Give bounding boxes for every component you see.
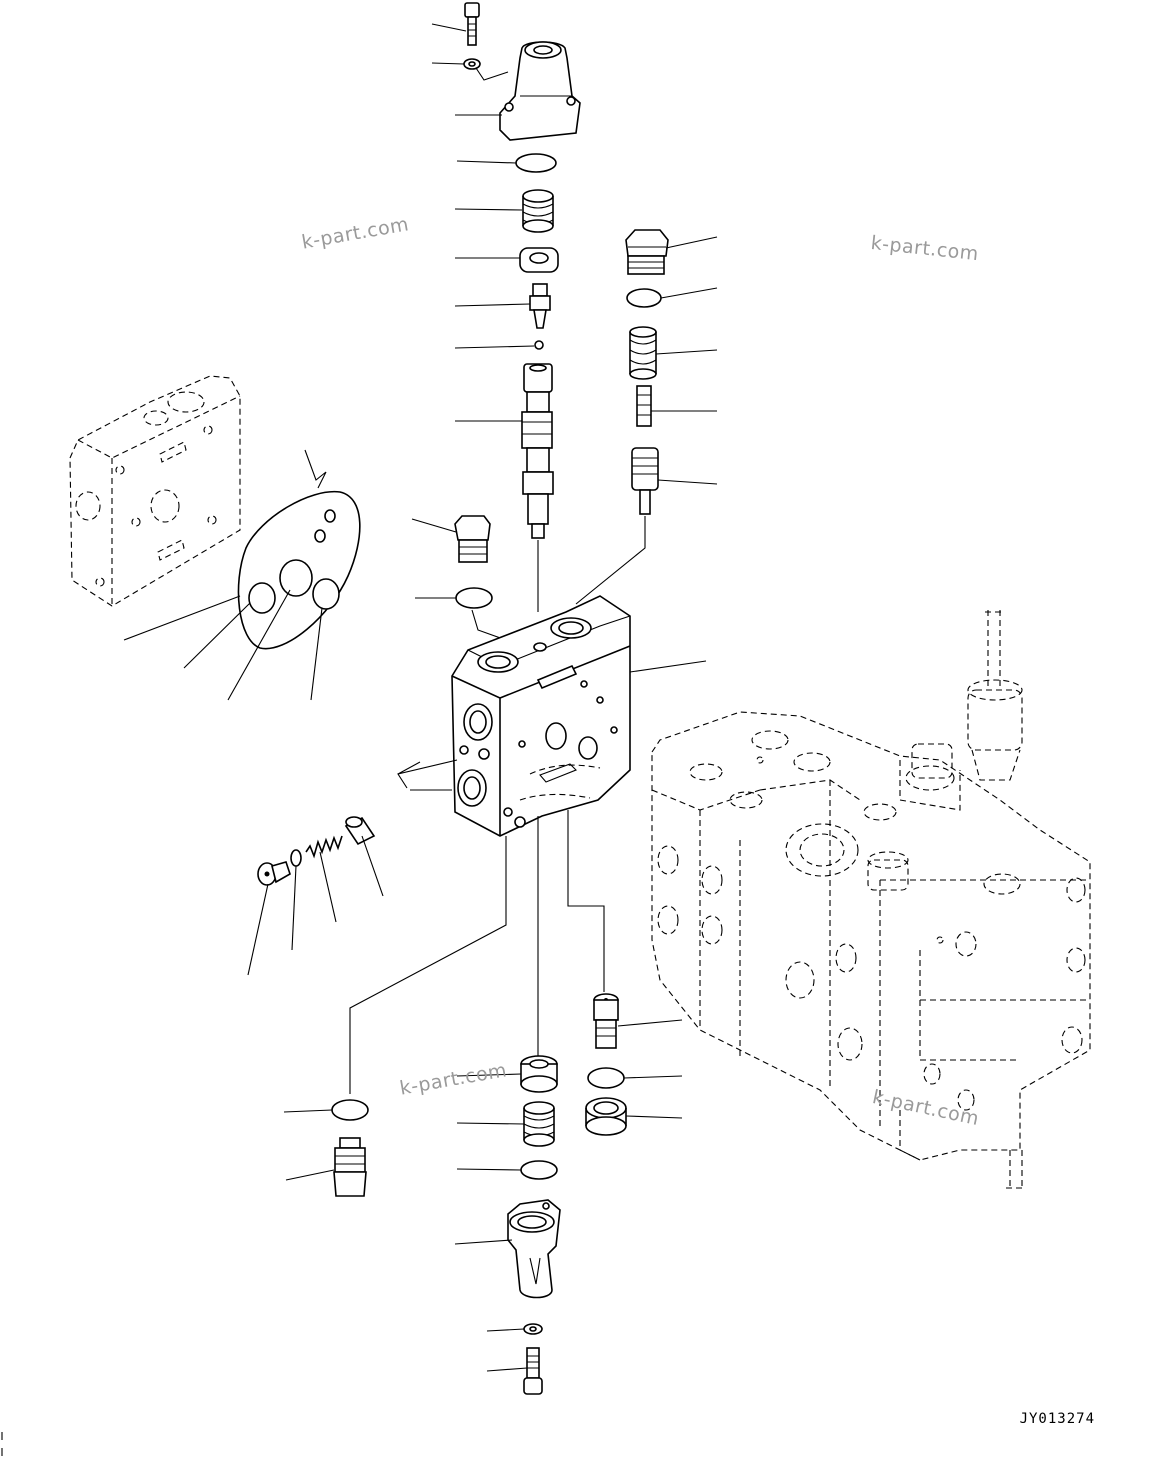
- side-axis: [397, 759, 458, 791]
- top-retainer: [519, 247, 559, 273]
- side-spring: [305, 835, 343, 859]
- mid-left-plug: [454, 515, 491, 563]
- body-left-axis: [349, 836, 507, 1094]
- bottom-oring: [520, 1160, 558, 1180]
- top-washer: [463, 58, 481, 70]
- right-axis-line: [575, 516, 646, 605]
- top-oring: [515, 153, 557, 173]
- bottom-right-oring: [587, 1067, 625, 1089]
- right-oring: [626, 288, 662, 308]
- mid-left-axis-line: [471, 609, 507, 641]
- bottom-left-oring: [331, 1099, 369, 1121]
- side-sleeve: [344, 816, 376, 846]
- drawing-code: JY013274: [1019, 1411, 1095, 1427]
- side-plug: [257, 861, 291, 886]
- pilot-piston: [529, 283, 551, 329]
- leader-lines: [123, 23, 718, 1372]
- valve-assembly: [651, 610, 1091, 1190]
- body-right-axis: [567, 810, 605, 992]
- right-pin: [636, 385, 652, 427]
- top-spring: [522, 189, 554, 233]
- bottom-left-plug: [333, 1137, 367, 1197]
- right-poppet: [631, 447, 659, 515]
- side-oring: [290, 849, 302, 867]
- right-spring: [629, 326, 657, 380]
- gasket: [237, 490, 361, 650]
- mid-left-oring: [455, 587, 493, 609]
- bottom-washer: [523, 1323, 543, 1335]
- right-plug: [625, 229, 669, 275]
- main-spool: [521, 363, 554, 539]
- bottom-right-seat: [585, 1097, 627, 1136]
- bottom-right-plug: [593, 993, 619, 1049]
- small-ball: [534, 340, 544, 350]
- bottom-retainer: [520, 1055, 558, 1093]
- bottom-bolt: [523, 1347, 543, 1395]
- end-plate: [69, 375, 241, 607]
- valve-body: [451, 595, 631, 837]
- top-cover: [499, 41, 581, 141]
- bottom-cover: [507, 1199, 561, 1299]
- top-bolt: [464, 2, 480, 46]
- bottom-spring: [523, 1101, 555, 1147]
